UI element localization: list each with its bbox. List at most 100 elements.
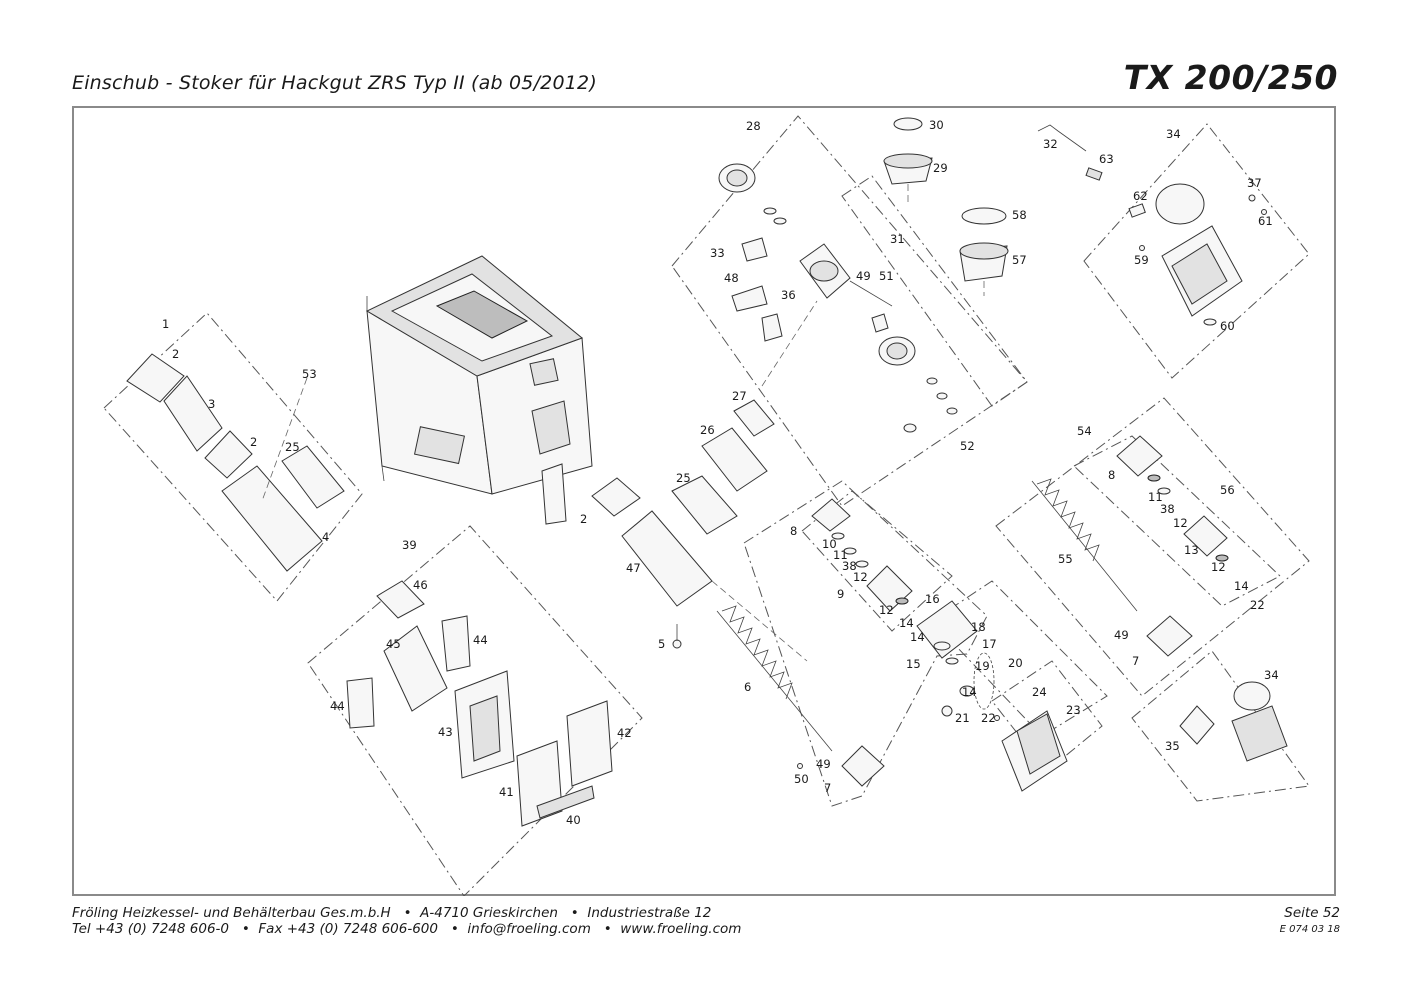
gear-motor-lower <box>1179 681 1288 762</box>
label-50: 50 <box>794 772 809 786</box>
panel-45 <box>383 625 448 712</box>
footer-company-line: Fröling Heizkessel- und Behälterbau Ges.… <box>72 905 712 921</box>
label-58: 58 <box>1012 208 1027 222</box>
label-2-b: 2 <box>250 435 257 449</box>
label-12-b: 12 <box>879 603 894 617</box>
label-55: 55 <box>1058 552 1073 566</box>
pin-61 <box>1261 209 1267 215</box>
label-24: 24 <box>1032 685 1047 699</box>
label-31: 31 <box>890 232 905 246</box>
ring-38 <box>855 560 869 568</box>
center-chute-assembly <box>591 399 808 662</box>
frame-43-inner <box>469 695 501 762</box>
washer-59 <box>1139 245 1145 251</box>
label-1: 1 <box>162 317 169 331</box>
label-12-a: 12 <box>853 570 868 584</box>
gearbox-34-lower <box>1231 705 1288 762</box>
auger-flight-55 <box>1036 478 1100 562</box>
label-23: 23 <box>1066 703 1081 717</box>
gasket-58 <box>961 207 1007 225</box>
ring-11-right <box>1147 474 1161 482</box>
housing-port-1 <box>529 358 559 386</box>
rod-32 <box>1037 124 1087 152</box>
flange-7-bottom <box>841 745 885 787</box>
label-22-b: 22 <box>1250 598 1265 612</box>
label-51: 51 <box>879 269 894 283</box>
group-outlines <box>103 115 1310 896</box>
strip-40 <box>536 785 595 819</box>
label-49-c: 49 <box>1114 628 1129 642</box>
plate-46 <box>376 580 425 619</box>
label-34-a: 34 <box>1166 127 1181 141</box>
clip-62 <box>1128 203 1146 218</box>
label-20: 20 <box>1008 656 1023 670</box>
plate-15 <box>916 600 978 659</box>
hub-21 <box>941 705 953 717</box>
group-39-outline <box>307 525 643 896</box>
label-61: 61 <box>1258 214 1273 228</box>
label-36: 36 <box>781 288 796 302</box>
cover-23-face <box>1016 713 1061 775</box>
label-30: 30 <box>929 118 944 132</box>
label-28: 28 <box>746 119 761 133</box>
rotary-valve-assembly <box>718 163 958 433</box>
label-14-b: 14 <box>910 630 925 644</box>
gasket-2-upper <box>126 353 185 403</box>
label-11-b: 11 <box>1148 490 1163 504</box>
plate-27 <box>733 399 775 437</box>
ring-upper <box>763 207 777 215</box>
label-54: 54 <box>1077 424 1092 438</box>
label-33: 33 <box>710 246 725 260</box>
plate-26 <box>701 427 768 492</box>
label-60: 60 <box>1220 319 1235 333</box>
group-54-outline <box>995 397 1310 697</box>
housing-foot-bracket <box>541 463 567 525</box>
flange-8 <box>811 498 851 532</box>
label-44-a: 44 <box>473 633 488 647</box>
auger-screw-6 <box>716 605 885 787</box>
label-12-c: 12 <box>1173 516 1188 530</box>
clip-51 <box>871 313 889 333</box>
label-43: 43 <box>438 725 453 739</box>
label-12-d: 12 <box>1211 560 1226 574</box>
cover-25-center <box>671 475 738 535</box>
pin-50 <box>797 763 803 769</box>
stoker-housing <box>365 255 593 525</box>
gearbox-34-face <box>1171 243 1228 305</box>
ring-12 <box>895 597 909 605</box>
group-6-outline <box>743 480 988 807</box>
bracket-33 <box>741 237 768 262</box>
gear-motor-assembly <box>1037 124 1267 326</box>
label-14-d: 14 <box>1234 579 1249 593</box>
label-39: 39 <box>402 538 417 552</box>
drive-plate-assembly <box>916 600 1000 721</box>
label-18: 18 <box>971 620 986 634</box>
housing-inspection-panel <box>413 426 466 465</box>
bracket-44-right <box>441 615 471 672</box>
ring-30 <box>893 117 923 131</box>
label-5: 5 <box>658 637 665 651</box>
housing-lid-opening <box>435 290 529 339</box>
ring-38-right <box>1157 487 1171 495</box>
label-3: 3 <box>208 397 215 411</box>
label-2-c: 2 <box>580 512 587 526</box>
label-38-a: 38 <box>842 559 857 573</box>
washer-17 <box>945 657 959 665</box>
label-25-a: 25 <box>285 440 300 454</box>
label-22-a: 22 <box>981 711 996 725</box>
label-7-b: 7 <box>1132 654 1139 668</box>
label-10: 10 <box>822 537 837 551</box>
document-code: E 074 03 18 <box>1279 924 1340 935</box>
group-1-outline <box>103 312 363 602</box>
label-48: 48 <box>724 271 739 285</box>
housing-feed-box <box>531 400 571 455</box>
label-46: 46 <box>413 578 428 592</box>
label-7-a: 7 <box>824 781 831 795</box>
document-title: Einschub - Stoker für Hackgut ZRS Typ II… <box>72 72 597 94</box>
gasket-2-center <box>591 477 641 517</box>
label-15: 15 <box>906 657 921 671</box>
page-number: Seite 52 <box>1284 905 1340 921</box>
label-47: 47 <box>626 561 641 575</box>
label-13: 13 <box>1184 543 1199 557</box>
hopper-assembly <box>883 117 1009 296</box>
